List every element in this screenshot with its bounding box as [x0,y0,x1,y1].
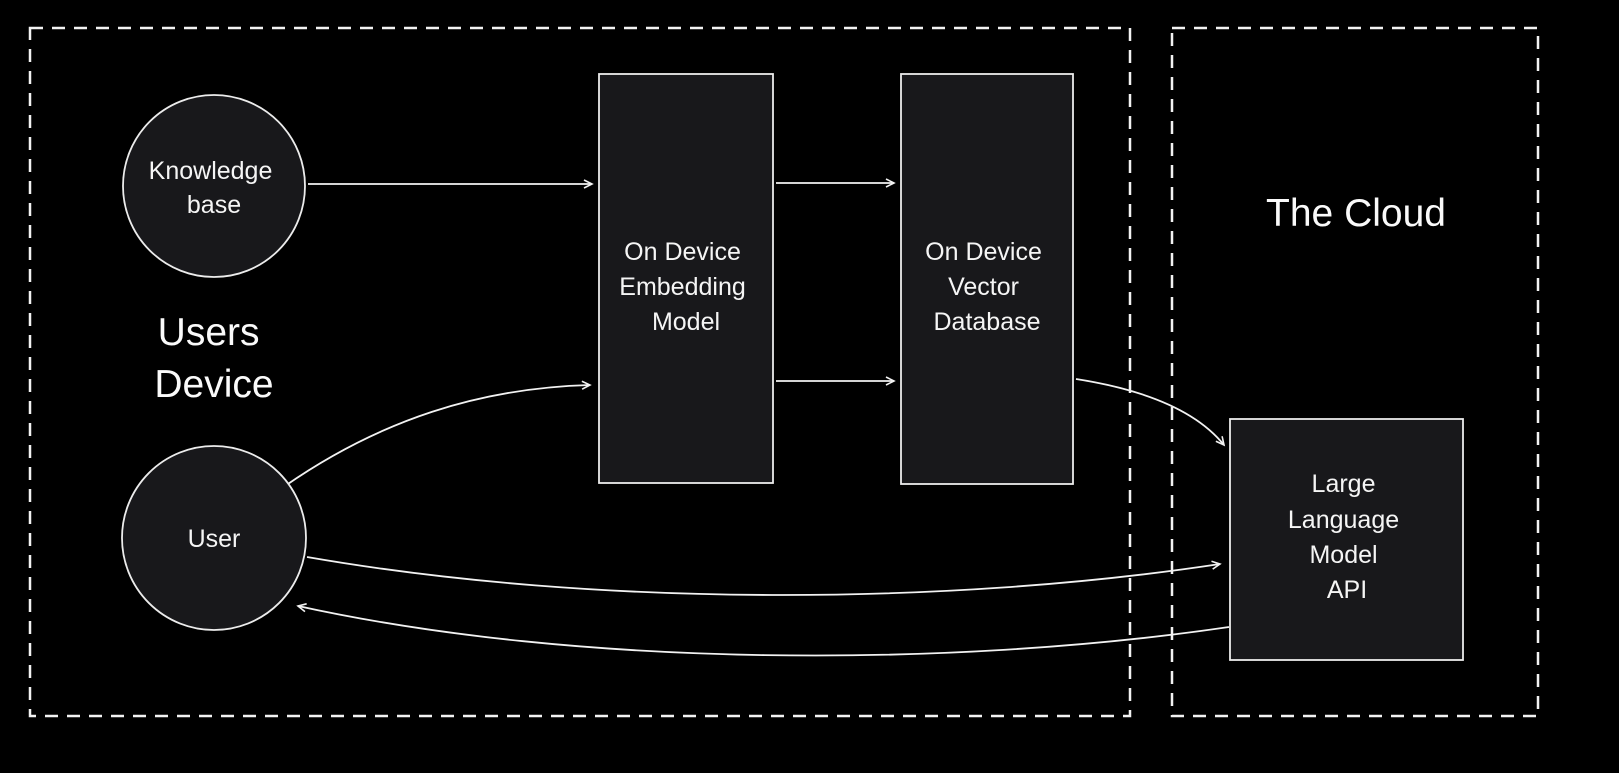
edge-llm-api-to-user [296,603,1230,657]
embedding-model-label: On Device Embedding Model [619,238,752,336]
user-node [121,445,307,631]
edge-vector-database-to-llm-api [1075,378,1226,447]
user-label: User [188,525,241,553]
vector-database-node [900,73,1074,485]
edge-user-to-embedding-model [284,380,592,487]
cloud-label: The Cloud [1266,192,1446,235]
users-device-group-box [28,26,1132,718]
users-device-label: Users Device [154,311,273,406]
cloud-group-box [1170,26,1540,718]
llm-api-label: Large Language Model API [1288,470,1406,604]
embedding-model-node [598,73,774,484]
vector-database-label: On Device Vector Database [925,238,1049,336]
edge-user-to-llm-api [306,556,1222,596]
knowledge-base-node [122,94,306,278]
llm-api-node [1229,418,1464,661]
knowledge-base-label: Knowledge base [149,157,280,219]
